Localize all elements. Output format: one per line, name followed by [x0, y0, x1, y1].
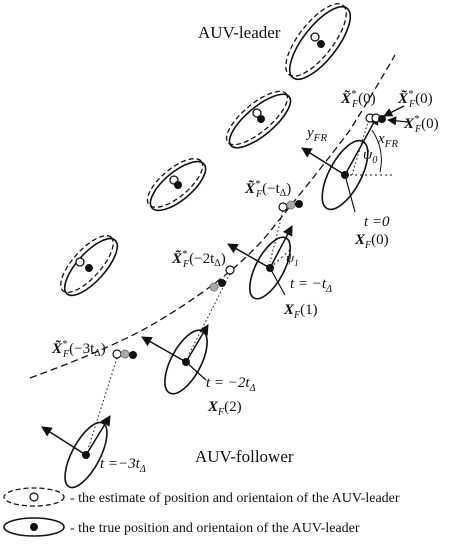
- legend-true: - the true position and orientaion of th…: [3, 517, 360, 537]
- leader-shape-2: [225, 90, 292, 149]
- follower-pos-label-0: XF(0): [354, 232, 389, 251]
- follower-pos-label-2: XF(2): [207, 399, 242, 418]
- legend-estimate: - the estimate of position and orientaio…: [3, 487, 400, 507]
- leader-shape-3: [146, 158, 207, 212]
- leader-shape-4: [60, 235, 119, 297]
- leader-title: AUV-leader: [198, 23, 281, 42]
- estimate-label-1: X̃*F(−tΔ): [244, 179, 291, 200]
- legend-true-text: - the true position and orientaion of th…: [70, 521, 360, 536]
- follower-shape-t0: [301, 114, 395, 213]
- legend-estimate-text: - the estimate of position and orientaio…: [70, 491, 400, 506]
- psi1-label: ψ1: [286, 250, 299, 268]
- estimate-label-2: X̃*F(−2tΔ): [171, 249, 226, 270]
- estimate-label-3: X̃*F(−3tΔ): [51, 339, 106, 360]
- time-label-t3: t =−3tΔ: [100, 456, 146, 475]
- connector-lines: [87, 121, 369, 450]
- estimate-markers: [112, 113, 386, 359]
- time-label-t1: t = −tΔ: [290, 276, 332, 295]
- follower-pos-label-1: XF(1): [283, 302, 318, 321]
- psi0-label: ψ0: [363, 147, 377, 166]
- time-label-t0: t =0: [364, 214, 390, 230]
- follower-title: AUV-follower: [195, 447, 294, 466]
- estimate-label-0b: X̃*F(0): [397, 89, 433, 110]
- true-position-label-0: X*F(0): [403, 114, 439, 135]
- x-fr-label: xFR: [377, 131, 398, 150]
- follower-shape-t3: [41, 415, 111, 489]
- estimate-label-0a: X̃*F(0): [340, 89, 376, 110]
- time-label-t2: t = −2tΔ: [206, 375, 256, 394]
- y-fr-label: yFR: [305, 125, 327, 144]
- follower-trajectory: [29, 54, 396, 379]
- follower-shape-t2: [141, 324, 209, 395]
- leader-shape-top: [285, 3, 352, 81]
- follower-shape-t1: [227, 225, 293, 300]
